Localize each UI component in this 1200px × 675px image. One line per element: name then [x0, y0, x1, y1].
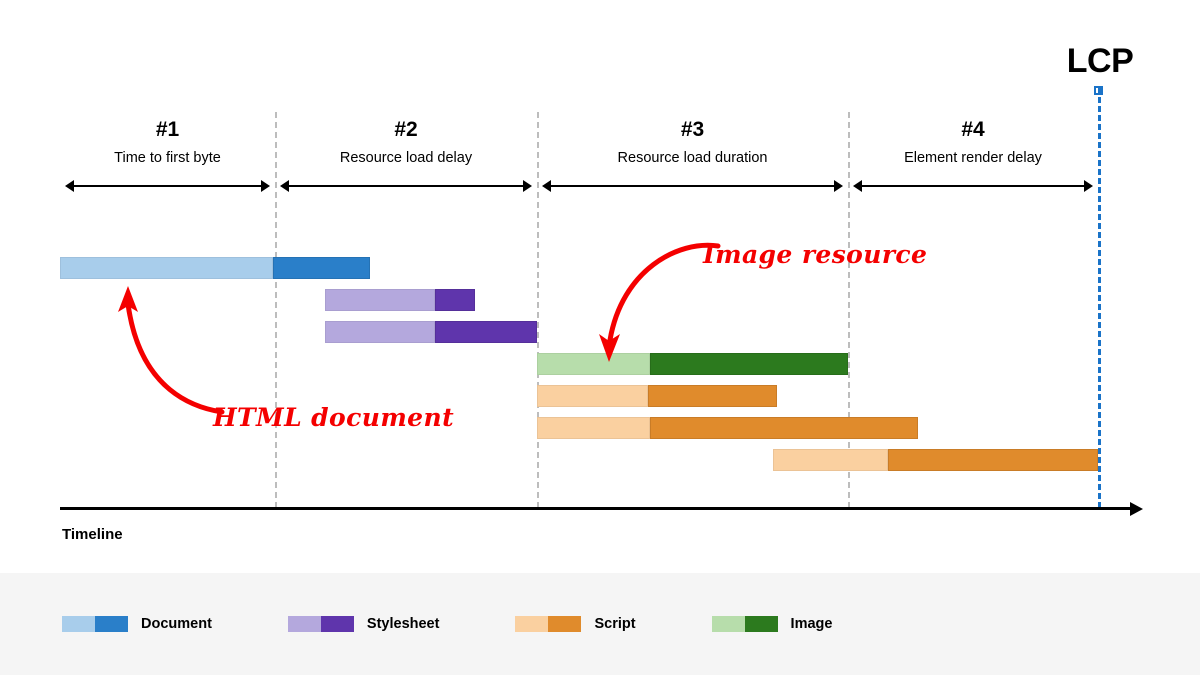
bar-segment-download — [648, 385, 777, 407]
arrowhead-left — [853, 180, 862, 192]
legend-swatch-light — [515, 616, 549, 632]
legend-swatch-light — [62, 616, 95, 632]
arrowhead-right — [834, 180, 843, 192]
legend-item-stylesheet[interactable]: Stylesheet — [287, 616, 440, 632]
legend-swatch-dark — [548, 616, 582, 632]
phase-number: #1 — [155, 118, 180, 141]
lcp-marker-line — [1098, 88, 1101, 508]
bar-segment-download — [435, 321, 537, 343]
arrowhead-right — [261, 180, 270, 192]
waterfall-bar-script[interactable] — [537, 385, 777, 407]
bar-segment-download — [888, 449, 1098, 471]
bar-segment-wait — [325, 289, 435, 311]
bar-segment-wait — [537, 417, 650, 439]
arrow-shaft — [860, 185, 1086, 187]
arrow-shaft — [287, 185, 525, 187]
phase-span-arrow-2 — [280, 180, 532, 192]
legend-swatch — [287, 616, 354, 632]
legend-label: Script — [594, 616, 636, 632]
phase-divider-1 — [275, 112, 277, 508]
phase-number: #3 — [680, 118, 705, 141]
legend-swatch-light — [711, 616, 745, 632]
timeline-axis — [60, 507, 1132, 510]
html-document-annotation-arrow — [118, 286, 225, 415]
waterfall-bar-document[interactable] — [60, 257, 370, 279]
waterfall-bar-script[interactable] — [537, 417, 918, 439]
phase-name: Resource load duration — [617, 150, 768, 167]
legend-swatch-dark — [744, 616, 778, 632]
bar-segment-wait — [60, 257, 273, 279]
bar-segment-download — [650, 417, 918, 439]
legend-swatch — [711, 616, 778, 632]
timeline-axis-arrowhead — [1130, 502, 1143, 516]
phase-number: #2 — [394, 118, 418, 141]
bar-segment-download — [650, 353, 848, 375]
arrowhead-left — [65, 180, 74, 192]
bar-segment-wait — [773, 449, 888, 471]
legend-swatch — [62, 616, 128, 632]
legend-label: Image — [790, 616, 833, 632]
bar-segment-wait — [537, 353, 650, 375]
legend-label: Document — [141, 616, 212, 632]
phase-span-arrow-1 — [65, 180, 270, 192]
phase-divider-3 — [848, 112, 850, 508]
arrowhead-left — [542, 180, 551, 192]
legend-items: Document Stylesheet Script Image — [62, 616, 908, 632]
bar-segment-download — [273, 257, 370, 279]
arrowhead-right — [1084, 180, 1093, 192]
phase-divider-2 — [537, 112, 539, 508]
phase-name: Element render delay — [904, 150, 1042, 167]
phase-name: Resource load delay — [339, 150, 473, 167]
waterfall-bar-image[interactable] — [537, 353, 848, 375]
timeline-axis-label: Timeline — [62, 526, 123, 543]
arrow-shaft — [72, 185, 263, 187]
legend-item-image[interactable]: Image — [711, 616, 833, 632]
legend-swatch-dark — [320, 616, 354, 632]
legend-swatch — [515, 616, 582, 632]
waterfall-bar-stylesheet[interactable] — [325, 289, 475, 311]
phase-name: Time to first byte — [114, 150, 221, 167]
legend-item-document[interactable]: Document — [62, 616, 212, 632]
phase-number: #4 — [961, 118, 985, 141]
waterfall-bar-script[interactable] — [773, 449, 1098, 471]
arrowhead-right — [523, 180, 532, 192]
image-resource-annotation-arrow — [599, 242, 721, 362]
phase-span-arrow-4 — [853, 180, 1093, 192]
image-resource-annotation-text: Image resource — [703, 240, 928, 269]
legend-band: Document Stylesheet Script Image — [0, 573, 1200, 675]
lcp-label: LCP — [1066, 42, 1134, 80]
legend-item-script[interactable]: Script — [515, 616, 636, 632]
bar-segment-wait — [325, 321, 435, 343]
legend-swatch-light — [287, 616, 321, 632]
html-document-annotation-text: HTML document — [213, 403, 455, 432]
bar-segment-wait — [537, 385, 648, 407]
bar-segment-download — [435, 289, 475, 311]
phase-span-arrow-3 — [542, 180, 843, 192]
arrow-shaft — [549, 185, 836, 187]
arrowhead-left — [280, 180, 289, 192]
legend-swatch-dark — [95, 616, 128, 632]
legend-label: Stylesheet — [366, 616, 440, 632]
waterfall-bar-stylesheet[interactable] — [325, 321, 537, 343]
